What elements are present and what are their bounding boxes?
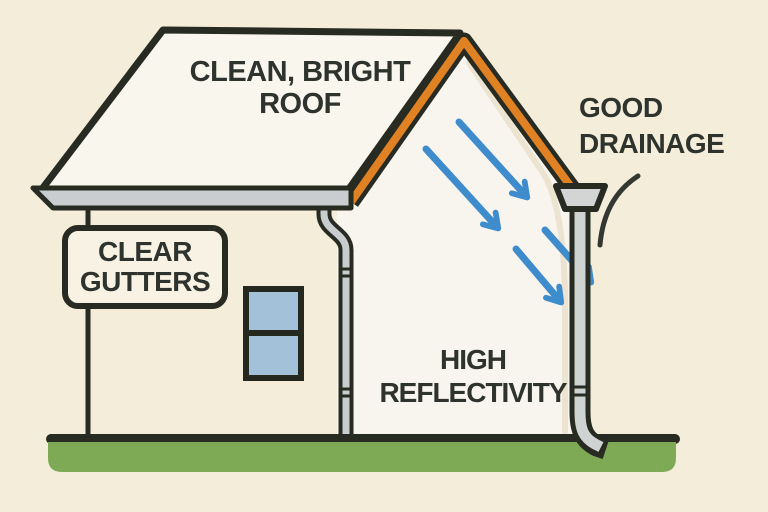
flow-arrow-icon <box>512 245 565 306</box>
grass <box>48 442 676 472</box>
downspout-funnel <box>553 183 608 212</box>
roof-label-line2: ROOF <box>259 88 341 120</box>
drainage-label: GOOD DRAINAGE <box>579 90 759 162</box>
drainage-label-line2: DRAINAGE <box>579 128 725 159</box>
gutters-sign-line1: CLEAR <box>98 236 192 267</box>
pointer-arc-icon <box>597 173 641 248</box>
gable-roof-ridge <box>347 37 581 205</box>
wall-shadow-right <box>466 60 568 435</box>
flow-arrow-icon <box>422 145 502 232</box>
reflectivity-label-line1: HIGH <box>440 344 507 375</box>
drainage-label-line1: GOOD <box>579 92 663 123</box>
gutters-sign: CLEAR GUTTERS <box>62 225 228 309</box>
roof-label-line1: CLEAN, BRIGHT <box>189 56 411 88</box>
gutters-sign-line2: GUTTERS <box>79 266 211 297</box>
flow-arrow-icon <box>455 118 531 201</box>
middle-downspout <box>320 203 350 437</box>
ground-line <box>46 434 680 444</box>
right-downspout <box>574 204 604 452</box>
reflectivity-label-line2: REFLECTIVITY <box>379 377 567 408</box>
gutter <box>30 185 354 211</box>
